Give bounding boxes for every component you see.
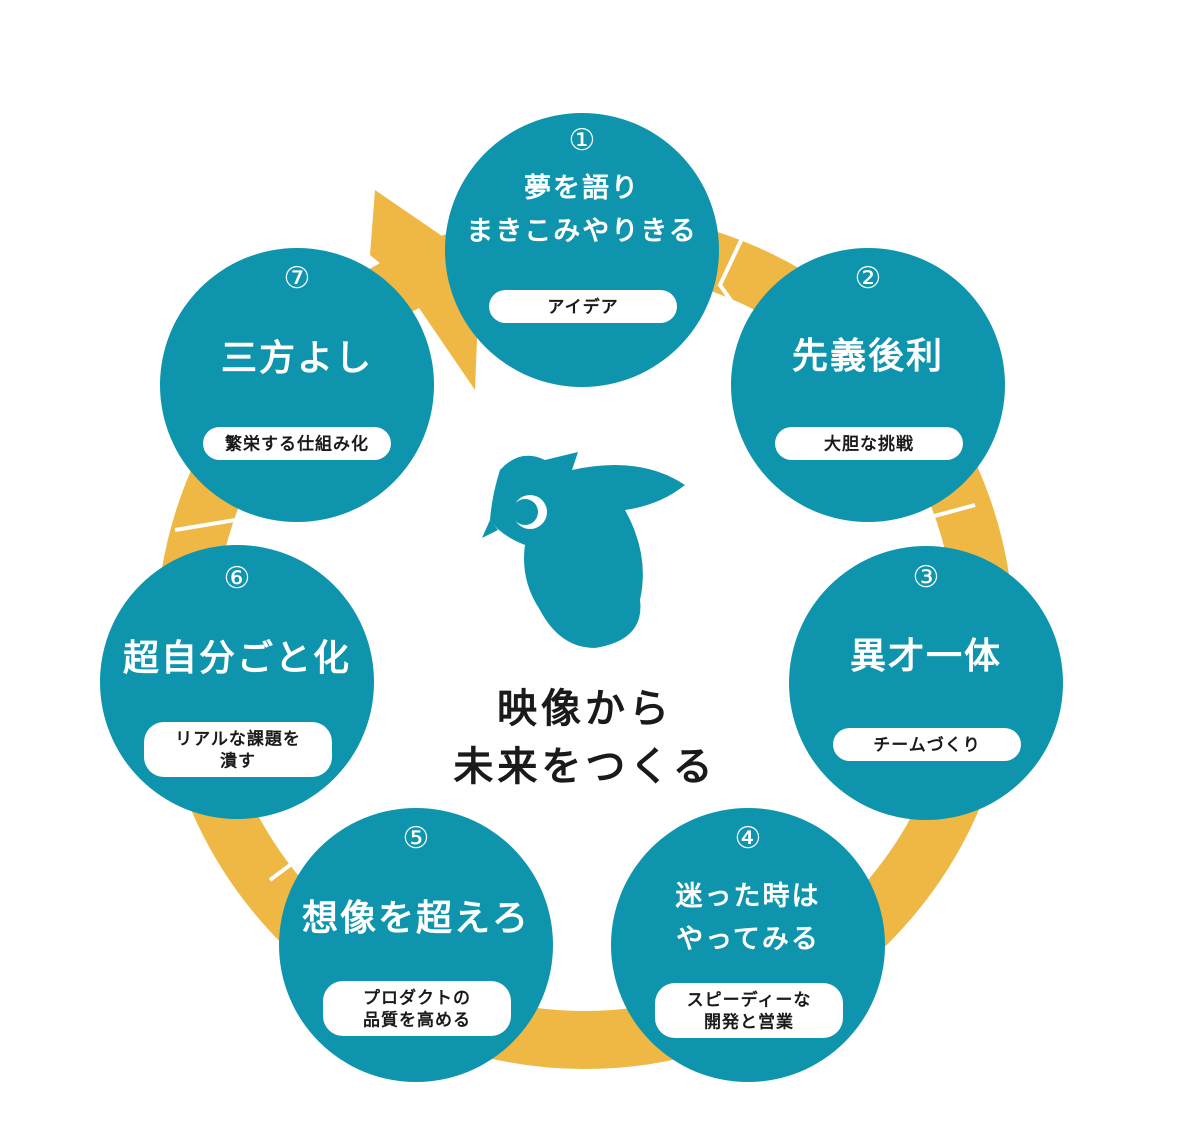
step-number: ① xyxy=(569,123,596,158)
center-title-line2: 未来をつくる xyxy=(453,744,716,790)
step-pill-label: 繁栄する仕組み化 xyxy=(224,434,369,455)
step-pill xyxy=(655,983,843,1038)
step-pill xyxy=(203,427,391,460)
cycle-arrow-icon xyxy=(370,190,480,390)
step-pill-label: アイデア xyxy=(547,297,618,318)
step-number: ④ xyxy=(735,821,762,856)
step-title: 夢を語り xyxy=(524,172,640,204)
step-pill-label: リアルな課題を xyxy=(175,729,301,750)
step-title: 異才一体 xyxy=(850,636,1002,677)
step-pill-label: スピーディーな xyxy=(687,990,812,1011)
step-pill-label: チームづくり xyxy=(873,736,981,756)
step-pill-label: プロダクトの xyxy=(363,988,471,1009)
owl-mascot-icon xyxy=(482,452,685,648)
step-number: ③ xyxy=(913,560,940,595)
step-number: ⑤ xyxy=(403,821,430,856)
step-number: ⑥ xyxy=(224,561,251,596)
step-pill xyxy=(323,981,511,1036)
step-number: ② xyxy=(855,261,882,296)
step-pill xyxy=(144,722,332,777)
step-pill xyxy=(489,290,677,323)
step-title: 超自分ごと化 xyxy=(123,638,351,679)
step-pill xyxy=(775,427,963,460)
step-title: まきこみやりきる xyxy=(466,216,697,247)
center-group: 映像から 未来をつくる xyxy=(453,452,716,790)
step-title: 迷った時は xyxy=(676,881,821,912)
step-title: 先義後利 xyxy=(792,336,944,377)
step-title: 三方よし xyxy=(221,338,373,379)
center-title-line1: 映像から xyxy=(497,686,673,732)
step-title: やってみる xyxy=(676,924,820,955)
step-pill xyxy=(833,728,1021,761)
step-pill-label: 品質を高める xyxy=(363,1010,471,1031)
step-pill-label: 潰す xyxy=(220,751,256,772)
step-pill-label: 開発と営業 xyxy=(704,1012,794,1033)
step-pill-label: 大胆な挑戦 xyxy=(824,434,914,455)
step-title: 想像を超えろ xyxy=(302,898,530,939)
step-number: ⑦ xyxy=(284,261,311,296)
